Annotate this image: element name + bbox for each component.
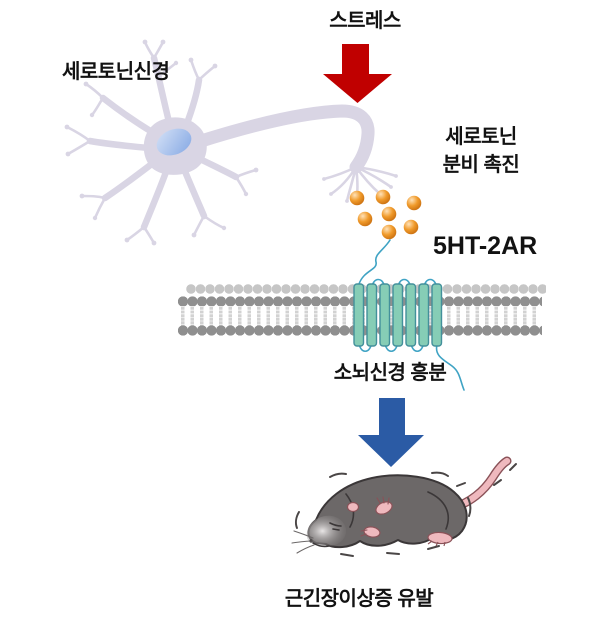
serotonin-dot — [381, 206, 397, 222]
tremor-marks — [294, 463, 517, 557]
excitation-down-arrow-icon — [358, 398, 424, 467]
dendrite-knobs — [64, 39, 398, 246]
serotonin-neuron-label: 세로토닌신경 — [62, 61, 170, 83]
mouse-ear — [346, 501, 360, 513]
membrane-back-head-row — [186, 283, 546, 295]
serotonin-dot — [381, 224, 397, 240]
cerebellar-excitation-label: 소뇌신경 흥분 — [333, 362, 447, 384]
mouse-snout — [306, 515, 347, 547]
serotonin-release-label: 세로토닌 분비 촉진 — [415, 123, 547, 179]
mouse-hind-foot — [427, 531, 453, 547]
serotonin-dot — [375, 189, 391, 205]
serotonin-release-line1: 세로토닌 — [445, 126, 517, 148]
serotonin-dot — [403, 219, 419, 235]
stress-label: 스트레스 — [329, 10, 401, 32]
receptor-n-terminus-squiggle — [358, 239, 391, 285]
serotonin-dot — [406, 195, 422, 211]
serotonin-molecules — [349, 189, 422, 240]
dystonia-label: 근긴장이상증 유발 — [284, 588, 434, 610]
receptor-5ht2ar-label: 5HT-2AR — [433, 232, 538, 260]
receptor-7tm — [353, 239, 465, 391]
serotonin-neuron-illustration — [64, 39, 398, 246]
stress-down-arrow-icon — [323, 44, 392, 103]
neuron-nucleus — [156, 128, 192, 156]
receptor-c-terminus-squiggle — [435, 345, 465, 391]
mouse-illustration — [291, 456, 517, 557]
mouse-front-paws — [360, 496, 393, 538]
serotonin-dot — [349, 190, 365, 206]
serotonin-dot — [357, 211, 373, 227]
serotonin-release-line2: 분비 촉진 — [442, 154, 520, 176]
